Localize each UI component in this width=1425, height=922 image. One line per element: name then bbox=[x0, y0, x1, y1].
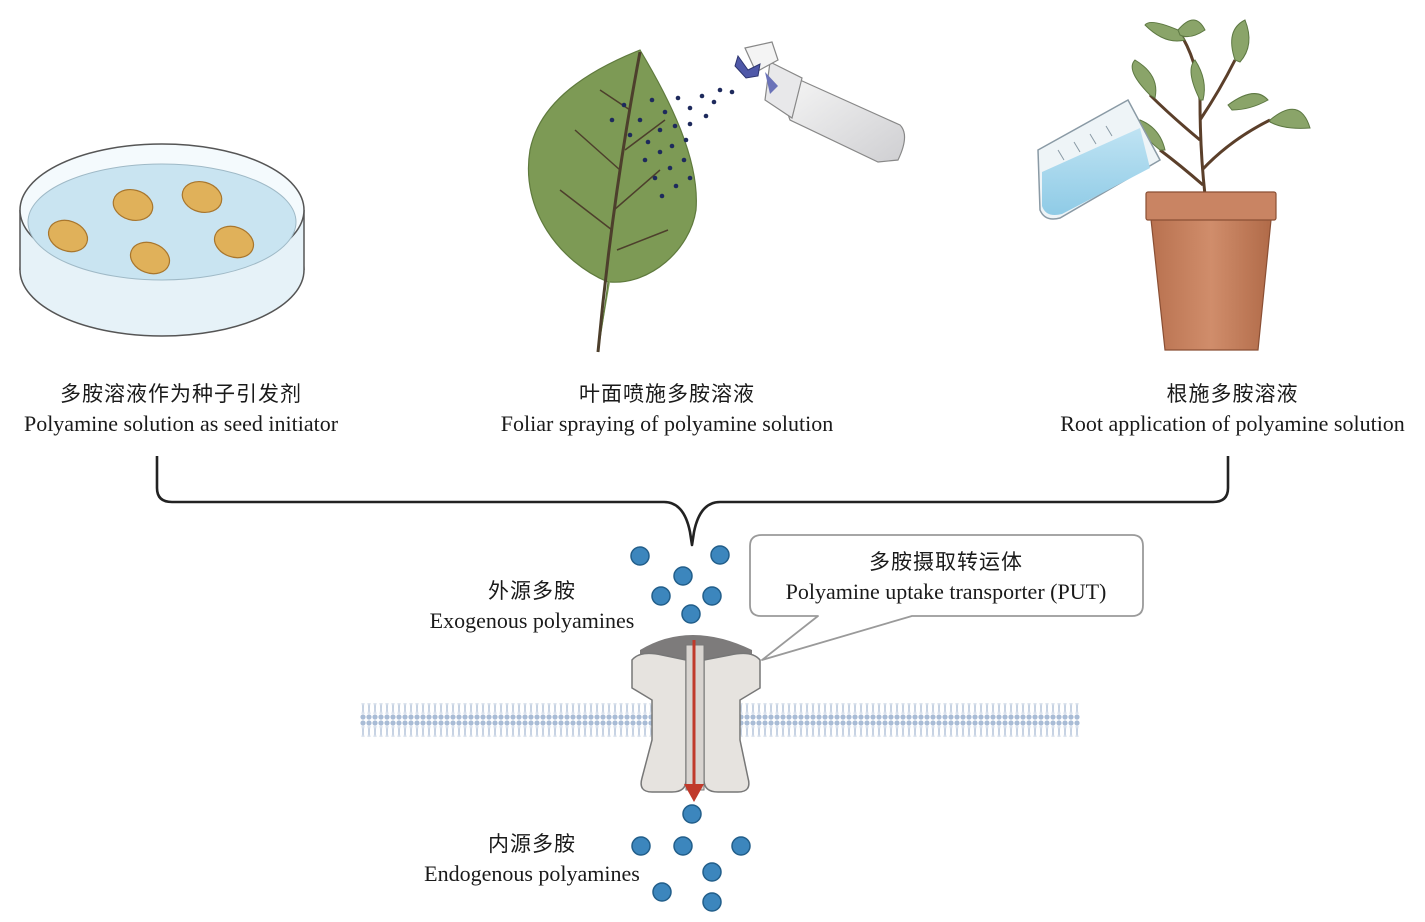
put-transporter-icon bbox=[631, 635, 761, 793]
polyamine-molecule bbox=[731, 836, 751, 856]
put-label-en: Polyamine uptake transporter (PUT) bbox=[785, 579, 1107, 604]
endogenous-polyamine-molecules bbox=[631, 804, 751, 912]
exogenous-label-zh: 外源多胺 bbox=[488, 579, 576, 603]
polyamine-molecule bbox=[631, 836, 651, 856]
polyamine-molecule bbox=[651, 586, 671, 606]
endogenous-polyamines-label: 内源多胺 Endogenous polyamines bbox=[408, 830, 656, 888]
endogenous-label-en: Endogenous polyamines bbox=[424, 861, 640, 886]
polyamine-molecule bbox=[652, 882, 672, 902]
root-application-label-en: Root application of polyamine solution bbox=[1060, 411, 1405, 436]
polyamine-molecule bbox=[682, 804, 702, 824]
seed-initiator-label-en: Polyamine solution as seed initiator bbox=[23, 411, 339, 436]
exogenous-label-en: Exogenous polyamines bbox=[429, 608, 635, 633]
polyamine-molecule bbox=[702, 862, 722, 882]
potted-plant-icon bbox=[1131, 19, 1311, 351]
seed-initiator-label-zh: 多胺溶液作为种子引发剂 bbox=[60, 382, 302, 406]
put-callout bbox=[749, 534, 1144, 661]
exogenous-polyamine-molecules bbox=[630, 545, 730, 624]
seed-icon bbox=[47, 181, 255, 275]
exogenous-polyamines-label: 外源多胺 Exogenous polyamines bbox=[412, 577, 652, 635]
merge-bracket bbox=[155, 456, 1230, 547]
beaker-icon bbox=[1037, 98, 1162, 220]
cell-membrane bbox=[360, 703, 1080, 739]
put-label-zh: 多胺摄取转运体 bbox=[869, 550, 1023, 574]
endogenous-label-zh: 内源多胺 bbox=[488, 832, 576, 856]
transport-arrow bbox=[684, 640, 704, 802]
put-callout-label: 多胺摄取转运体 Polyamine uptake transporter (PU… bbox=[752, 548, 1140, 606]
polyamine-molecule bbox=[710, 545, 730, 565]
polyamine-molecule bbox=[681, 604, 701, 624]
polyamine-molecule bbox=[702, 892, 722, 912]
foliar-spraying-label-en: Foliar spraying of polyamine solution bbox=[500, 411, 834, 436]
foliar-spraying-label-zh: 叶面喷施多胺溶液 bbox=[579, 382, 755, 406]
petri-dish-icon bbox=[19, 143, 305, 337]
spray-droplets bbox=[609, 87, 735, 199]
polyamine-molecule bbox=[673, 836, 693, 856]
polyamine-molecule bbox=[702, 586, 722, 606]
seed-initiator-label: 多胺溶液作为种子引发剂 Polyamine solution as seed i… bbox=[0, 380, 362, 438]
polyamine-molecule bbox=[673, 566, 693, 586]
foliar-spraying-label: 叶面喷施多胺溶液 Foliar spraying of polyamine so… bbox=[478, 380, 856, 438]
root-application-label-zh: 根施多胺溶液 bbox=[1166, 382, 1299, 406]
spray-bottle-icon bbox=[734, 41, 906, 163]
leaf-icon bbox=[528, 49, 697, 353]
root-application-label: 根施多胺溶液 Root application of polyamine sol… bbox=[1040, 380, 1425, 438]
polyamine-molecule bbox=[630, 546, 650, 566]
